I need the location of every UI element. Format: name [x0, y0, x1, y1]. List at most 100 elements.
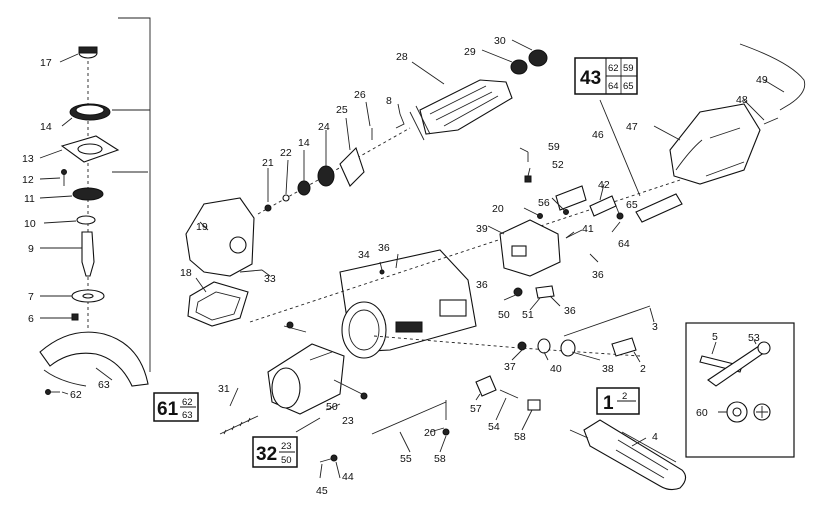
- part-18-gasket-inner: [195, 291, 241, 321]
- label-31: 31: [218, 383, 230, 395]
- part-25-baffle: [339, 146, 365, 187]
- part-3-rod: [563, 305, 651, 337]
- inset-frame: [685, 322, 795, 458]
- label-5: 5: [712, 331, 718, 343]
- part-28-armature: [419, 79, 513, 135]
- part-14-bearing: [297, 180, 311, 196]
- part-18-gasket: [187, 281, 249, 327]
- kit-61-box: 61 62 63: [153, 392, 199, 422]
- part-14-gear-face: [75, 104, 105, 116]
- part-13-plate-hole: [77, 143, 103, 155]
- kit-32-bottom: 50: [281, 455, 292, 466]
- lower-leader-lines: [319, 393, 647, 479]
- part-7-flange-hole: [82, 293, 94, 299]
- label-19: 19: [196, 221, 208, 233]
- housing-mouth-inner: [348, 309, 380, 351]
- part-60-washer-hole: [732, 407, 742, 417]
- label-59: 59: [548, 141, 560, 153]
- label-50a: 50: [326, 401, 338, 413]
- part-50-screw: [513, 287, 523, 297]
- housing-leader-lines: [229, 253, 399, 433]
- part-19-bore: [229, 236, 247, 254]
- part-33-screw: [239, 269, 263, 273]
- part-8-key: [395, 113, 405, 129]
- part-47-detail: [675, 127, 745, 177]
- label-37: 37: [504, 361, 516, 373]
- label-38: 38: [602, 363, 614, 375]
- label-23: 23: [342, 415, 354, 427]
- part-39-button: [511, 245, 527, 257]
- part-10-washer: [76, 215, 96, 225]
- field-terminal-b: [360, 392, 368, 400]
- kit-61-top: 62: [182, 397, 193, 408]
- label-53: 53: [748, 332, 760, 344]
- part-23-field-bore: [271, 367, 301, 409]
- kit-61-number: 61: [157, 399, 179, 420]
- label-21: 21: [262, 157, 274, 169]
- upper-leader-lines: [195, 39, 533, 293]
- part-39-switch: [499, 219, 561, 277]
- label-62: 62: [70, 389, 82, 401]
- part-34-screw: [379, 269, 385, 275]
- part-53-wrench-head: [757, 341, 771, 355]
- gear-head-stack: [39, 17, 151, 395]
- label-20b: 20: [424, 427, 436, 439]
- label-8: 8: [386, 95, 392, 107]
- part-41-spring: [565, 229, 583, 239]
- part-24-gear: [317, 165, 335, 187]
- part-42-brush: [589, 195, 617, 217]
- kit-43-box: 43 62 59 64 65: [574, 57, 638, 95]
- part-9-spindle: [81, 231, 95, 277]
- part-12-screw-head: [61, 169, 67, 175]
- label-47: 47: [626, 121, 638, 133]
- label-56: 56: [538, 197, 550, 209]
- bracket-line: [118, 17, 151, 372]
- label-18: 18: [180, 267, 192, 279]
- label-4: 4: [652, 431, 658, 443]
- label-2: 2: [640, 363, 646, 375]
- label-11: 11: [24, 193, 35, 205]
- label-55: 55: [400, 453, 412, 465]
- kit-1-number: 1: [603, 393, 614, 414]
- part-52-nut: [524, 175, 532, 183]
- label-36d: 36: [564, 305, 576, 317]
- kit-61-bottom: 63: [182, 410, 193, 421]
- part-number-labels: 17 14 13 12 11 10 9 7 6 63 62 19 18 33 2…: [22, 35, 768, 497]
- part-29-bearing: [510, 59, 528, 75]
- label-41: 41: [582, 223, 594, 235]
- label-6: 6: [28, 313, 34, 325]
- inset-leader-lines: [711, 339, 757, 413]
- label-44: 44: [342, 471, 354, 483]
- label-52: 52: [552, 159, 564, 171]
- kit-43-number: 43: [580, 68, 601, 89]
- label-20a: 20: [492, 203, 504, 215]
- label-65: 65: [626, 199, 638, 211]
- kit-43-r1c1: 62: [608, 63, 619, 74]
- label-24: 24: [318, 121, 330, 133]
- label-58a: 58: [514, 431, 526, 443]
- label-40: 40: [550, 363, 562, 375]
- housing-vent: [439, 299, 467, 317]
- part-19-gear-case: [185, 197, 255, 277]
- part-4-side-handle: [583, 419, 687, 491]
- part-4-grip: [615, 431, 677, 479]
- part-55-rod: [371, 401, 447, 435]
- part-4-stud: [569, 429, 589, 439]
- label-10: 10: [24, 218, 36, 230]
- kit-32-box: 32 23 50: [252, 436, 298, 468]
- bracket-ticks: [112, 109, 150, 173]
- part-51-clamp: [535, 285, 555, 299]
- part-21-ring: [264, 204, 272, 212]
- part-49-cord: [739, 43, 806, 111]
- kit-32-number: 32: [256, 444, 277, 465]
- field-terminal-a: [286, 321, 294, 329]
- gear-case-armature: [185, 39, 548, 327]
- label-29: 29: [464, 46, 476, 58]
- part-60-nut-cross: [756, 406, 768, 418]
- part-62-screw-head: [45, 389, 51, 395]
- part-40-washer: [537, 338, 551, 354]
- part-2-clip: [611, 337, 637, 357]
- right-leader-lines: [487, 79, 785, 363]
